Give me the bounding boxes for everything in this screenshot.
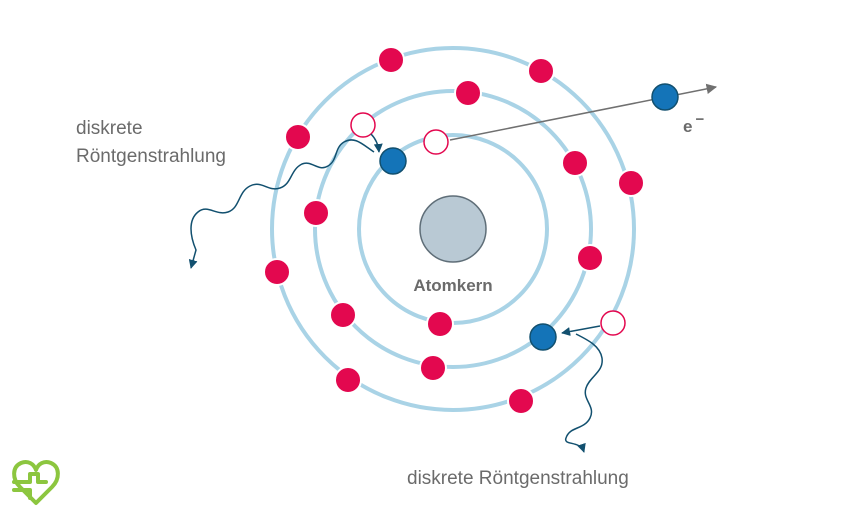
- transition-arrow-left: [370, 133, 383, 153]
- electron-charge: −: [695, 111, 704, 128]
- xray-wave-left: [188, 139, 375, 269]
- label-bottom: diskrete Röntgenstrahlung: [407, 468, 629, 489]
- electron-outer-1: [377, 46, 405, 74]
- nucleus: [419, 195, 487, 263]
- label-left-line2: Röntgenstrahlung: [76, 146, 226, 167]
- shell-outer: [270, 46, 636, 412]
- electron-middle-blue: [529, 323, 557, 351]
- electron-outer-6: [334, 366, 362, 394]
- electron-middle-1: [454, 79, 482, 107]
- shell-middle: [313, 89, 593, 369]
- electron-symbol-e: e: [683, 117, 692, 136]
- transition-arrow-right: [561, 325, 601, 336]
- electron-middle-4: [576, 244, 604, 272]
- electron-outer-5: [263, 258, 291, 286]
- xray-wave-bottom: [564, 333, 603, 453]
- electron-outer-2: [527, 57, 555, 85]
- electron-outer-3: [284, 123, 312, 151]
- nucleus-label: Atomkern: [413, 276, 492, 295]
- electron-middle-2: [561, 149, 589, 177]
- electron-symbol: e−: [683, 111, 704, 136]
- electron-middle-6: [419, 354, 447, 382]
- electron-middle-5: [329, 301, 357, 329]
- heart-cross-icon: [12, 459, 60, 505]
- electron-outer-4: [617, 169, 645, 197]
- label-left-line1: diskrete: [76, 118, 143, 139]
- vacancy-middle: [350, 112, 376, 138]
- vacancy-inner: [423, 129, 449, 155]
- electron-outer-7: [507, 387, 535, 415]
- electron-inner-1: [426, 310, 454, 338]
- electron-inner-blue: [379, 147, 407, 175]
- vacancy-outer: [600, 310, 626, 336]
- electron-ejected: [651, 83, 679, 111]
- electron-middle-3: [302, 199, 330, 227]
